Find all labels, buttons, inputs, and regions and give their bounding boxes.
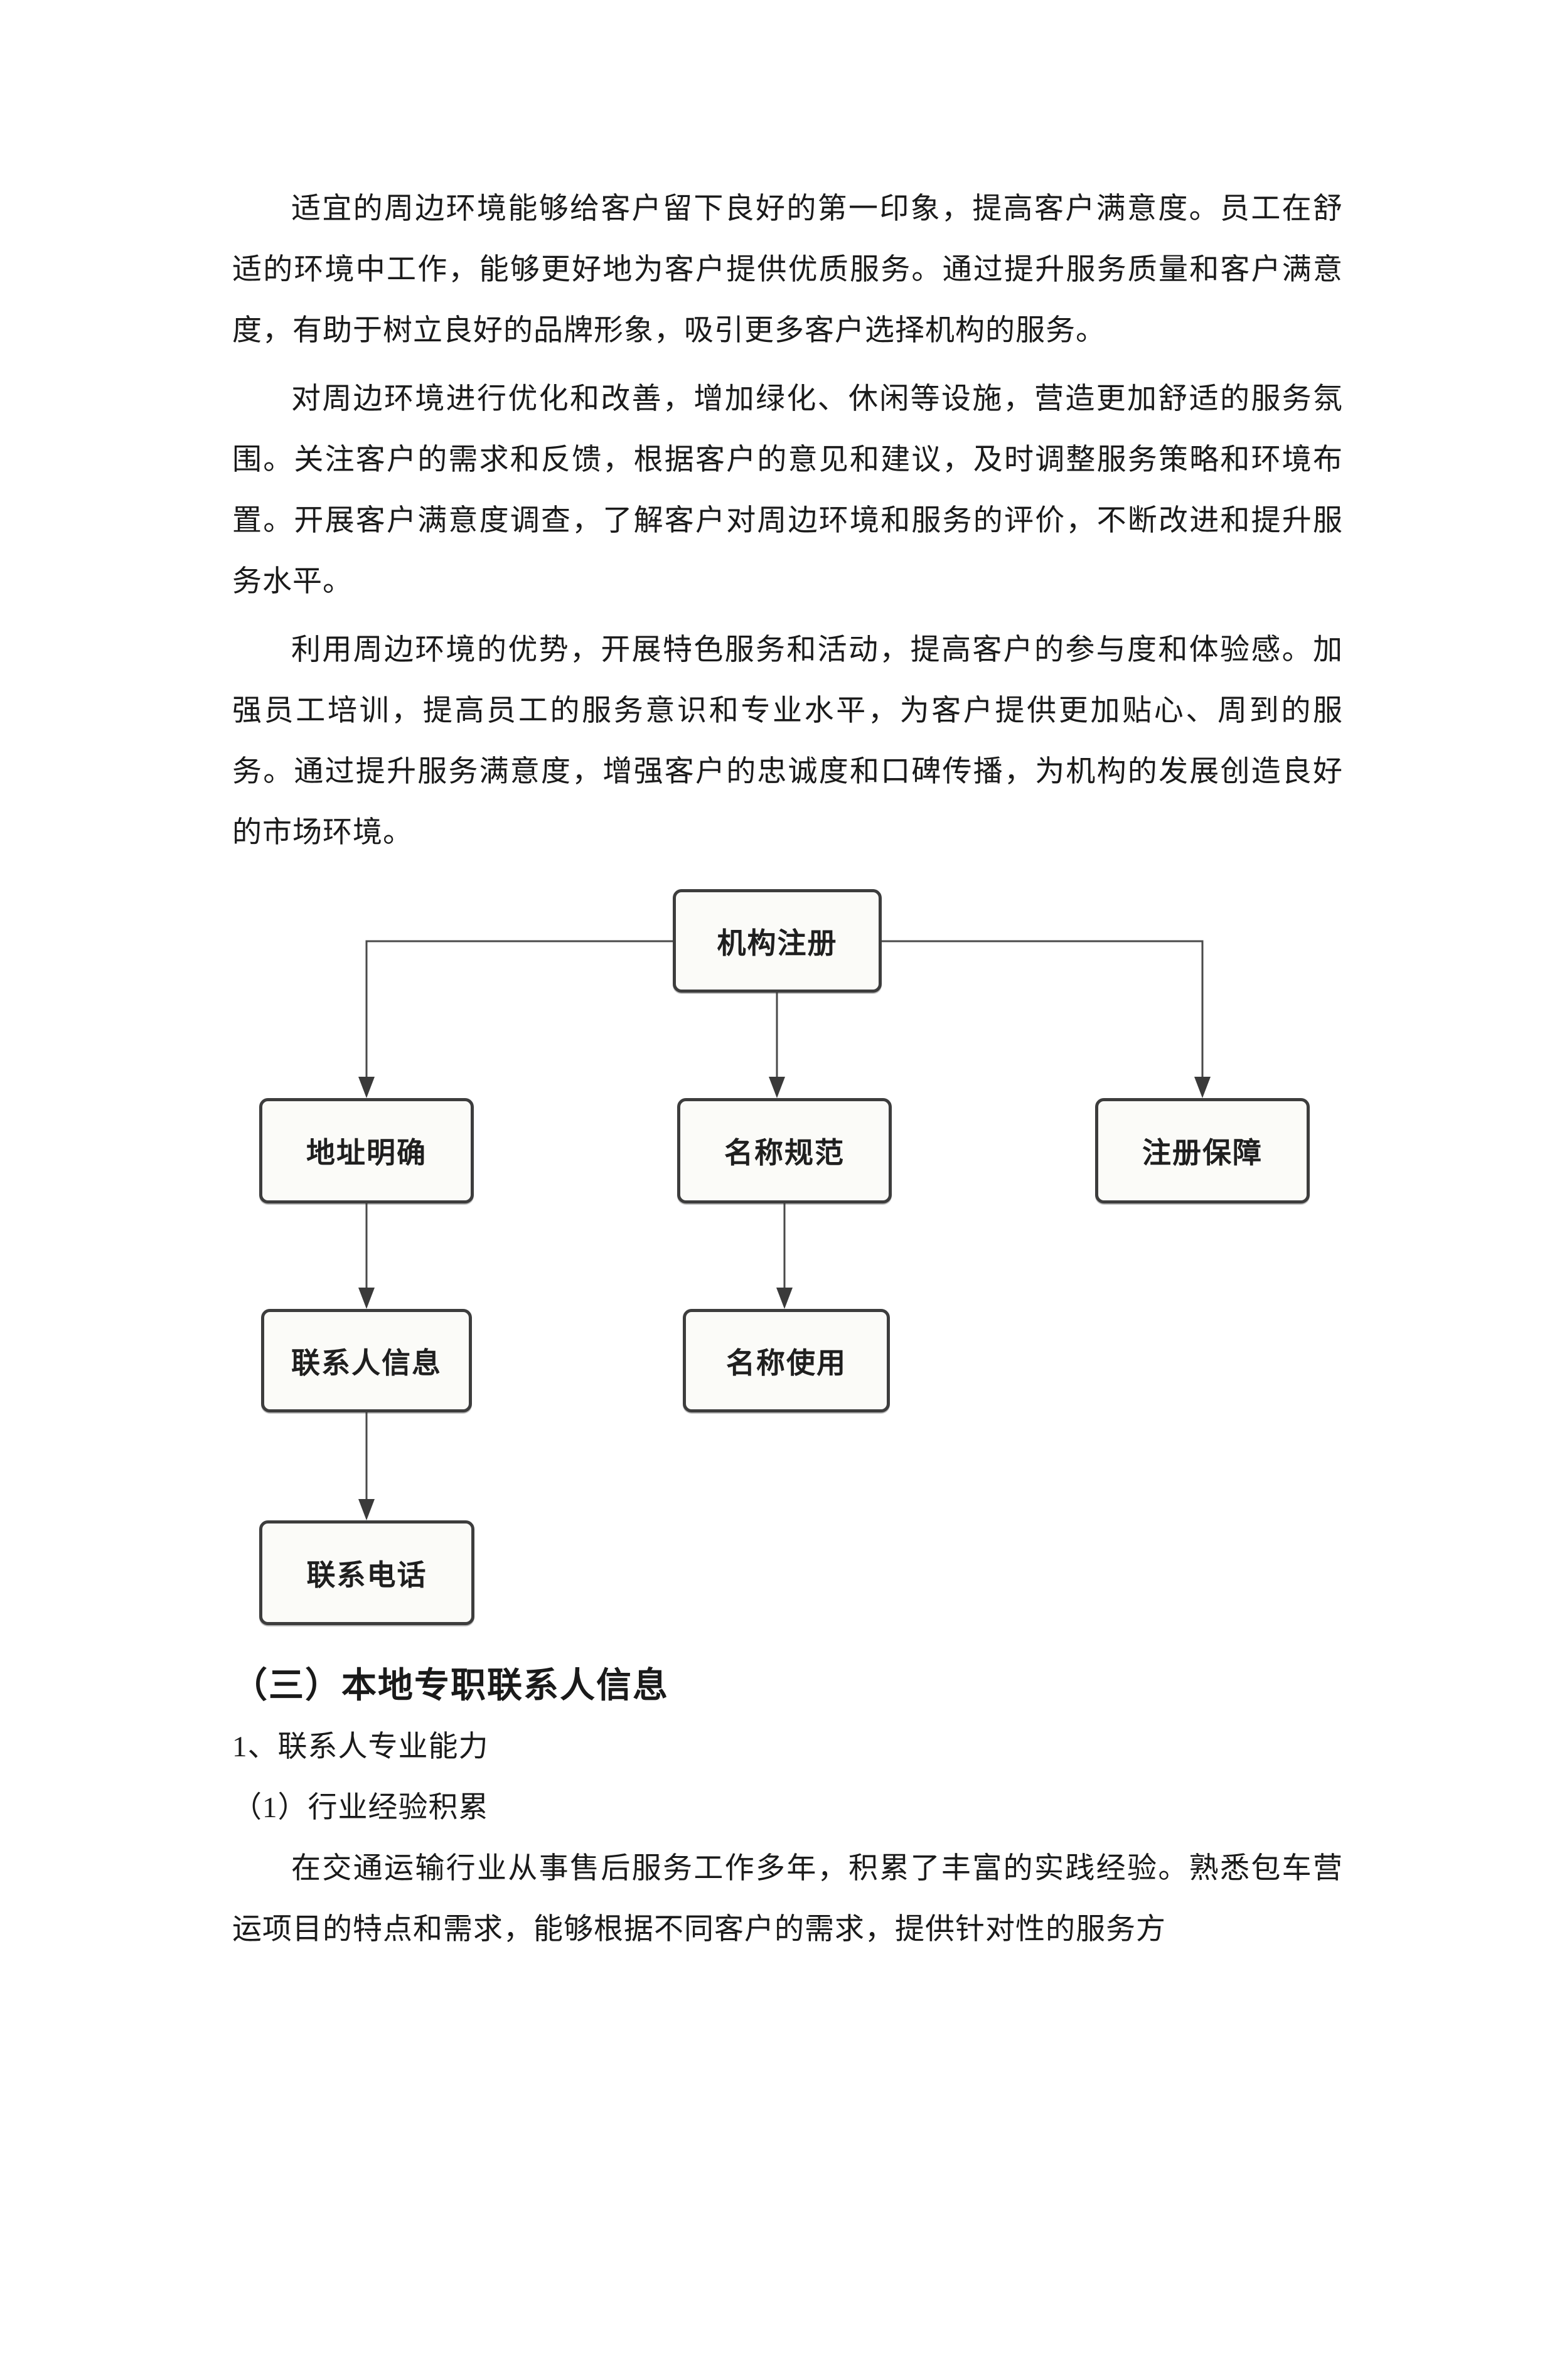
paragraph-industry-experience: 在交通运输行业从事售后服务工作多年，积累了丰富的实践经验。熟悉包车营运项目的特点… bbox=[232, 1852, 1343, 1946]
flowchart-node-institution-registration: 机构注册 bbox=[673, 889, 882, 993]
paragraph-environment-impression: 适宜的周边环境能够给客户留下良好的第一印象，提高客户满意度。员工在舒适的环境中工… bbox=[232, 193, 1343, 347]
body-text: 适宜的周边环境能够给客户留下良好的第一印象，提高客户满意度。员工在舒适的环境中工… bbox=[232, 179, 1343, 863]
flowchart-node-registration-guarantee: 注册保障 bbox=[1095, 1098, 1310, 1203]
arrowheads bbox=[358, 1077, 1211, 1520]
paragraph-environment-improvement: 对周边环境进行优化和改善，增加绿化、休闲等设施，营造更加舒适的服务氛围。关注客户… bbox=[232, 383, 1343, 598]
paragraph-environment-advantage: 利用周边环境的优势，开展特色服务和活动，提高客户的参与度和体验感。加强员工培训，… bbox=[232, 634, 1343, 849]
flowchart-connectors bbox=[358, 940, 1211, 1520]
flowchart-node-name-use: 名称使用 bbox=[683, 1309, 890, 1412]
sub-heading-contact-professional-ability: 1、联系人专业能力 bbox=[232, 1731, 489, 1763]
document-page: 适宜的周边环境能够给客户留下良好的第一印象，提高客户满意度。员工在舒适的环境中工… bbox=[0, 179, 1557, 2380]
flowchart-node-address-clear: 地址明确 bbox=[259, 1098, 474, 1203]
flowchart-node-contact-phone: 联系电话 bbox=[259, 1520, 474, 1625]
flowchart: 机构注册 地址明确 名称规范 注册保障 联系人信息 名称使用 联系电话 bbox=[0, 863, 1557, 1656]
flowchart-node-name-standard: 名称规范 bbox=[677, 1098, 892, 1203]
closing-text: 在交通运输行业从事售后服务工作多年，积累了丰富的实践经验。熟悉包车营运项目的特点… bbox=[232, 1838, 1343, 1960]
flowchart-node-contact-info: 联系人信息 bbox=[261, 1309, 472, 1412]
sub-heading-industry-experience: （1）行业经验积累 bbox=[232, 1791, 489, 1824]
section-heading-local-contact-info: （三）本地专职联系人信息 bbox=[232, 1667, 669, 1705]
